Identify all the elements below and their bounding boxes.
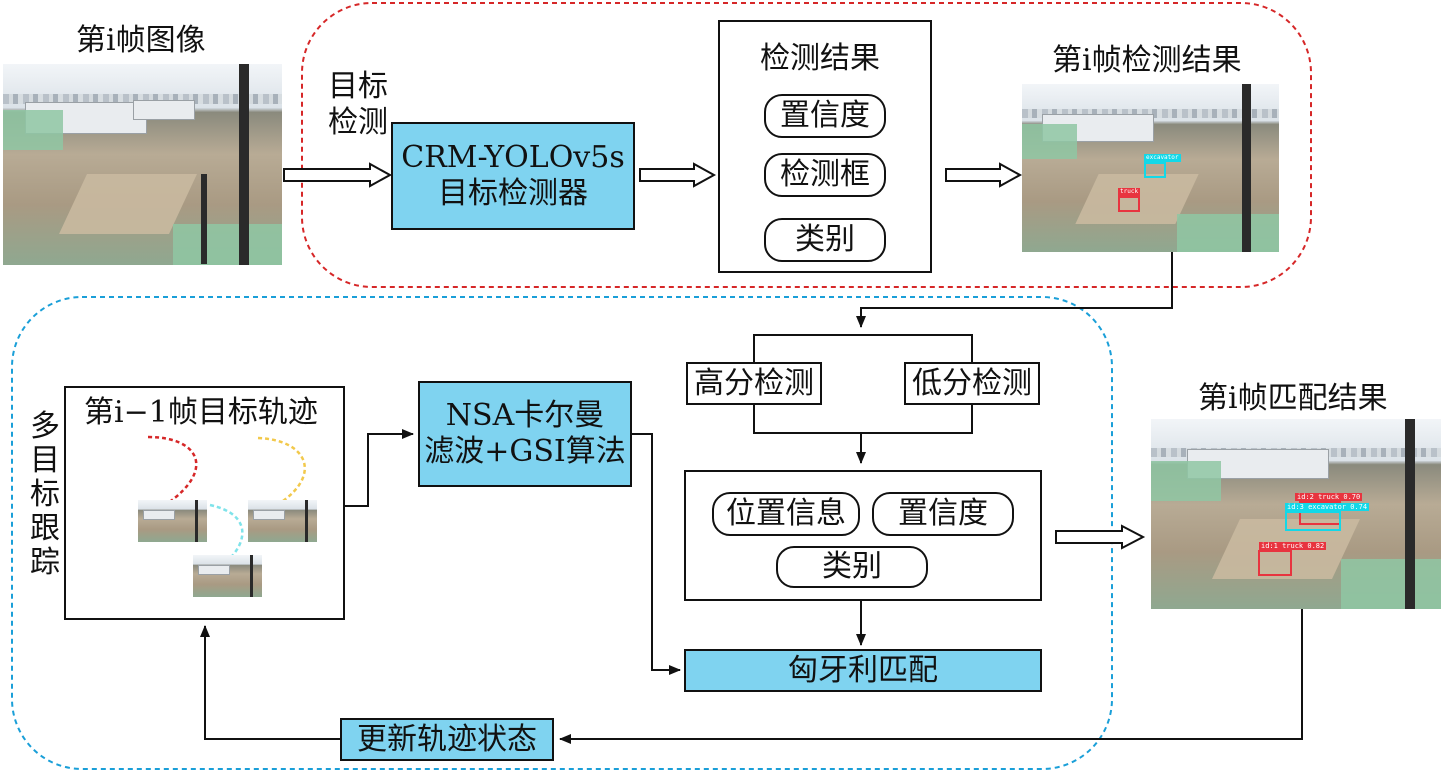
mtt-char-5: 踪 <box>30 545 60 580</box>
multi-target-tracking-label: 多 目 标 跟 踪 <box>28 410 62 580</box>
frame-image-title: 第i帧图像 <box>76 23 206 58</box>
track-thumb-1 <box>138 500 207 542</box>
connector-detect-to-split <box>856 252 1173 328</box>
split-bracket-bottom <box>753 403 973 434</box>
confidence-pill: 置信度 <box>764 94 886 138</box>
match-box-3 <box>1258 550 1292 576</box>
det-box-truck <box>1118 196 1140 212</box>
crm-yolov5s-detector: CRM-YOLOv5s 目标检测器 <box>391 122 635 230</box>
track-curve-yellow <box>257 436 307 505</box>
match-box-2 <box>1285 511 1341 531</box>
det-tag-excavator: excavator <box>1144 154 1181 162</box>
prev-frame-track-title: 第i−1帧目标轨迹 <box>84 395 318 430</box>
mtt-char-3: 标 <box>30 477 60 512</box>
track-curve-red <box>147 435 198 505</box>
nsa-kalman-gsi-box: NSA卡尔曼 滤波+GSI算法 <box>418 381 632 487</box>
bbox-pill: 检测框 <box>764 153 886 197</box>
match-tag-1: id:2 truck 0.70 <box>1295 493 1363 501</box>
hungarian-matching-box: 匈牙利匹配 <box>684 649 1042 692</box>
mtt-char-2: 目 <box>30 443 60 478</box>
connector-track-to-filter <box>345 429 414 507</box>
hollow-arrow-2 <box>639 162 717 188</box>
update-track-state-box: 更新轨迹状态 <box>340 718 554 761</box>
detection-region <box>301 2 1312 288</box>
detector-line-2: 目标检测器 <box>438 176 588 211</box>
frame-image-photo <box>3 64 282 265</box>
category-pill-2: 类别 <box>776 546 928 588</box>
mtt-char-1: 多 <box>30 409 60 444</box>
high-score-detection: 高分检测 <box>686 362 822 405</box>
connector-update-to-track <box>200 625 340 740</box>
target-detection-label-2: 检测 <box>328 105 388 140</box>
frame-detection-photo: excavator truck <box>1022 84 1279 252</box>
match-tag-3: id:1 truck 0.82 <box>1259 542 1327 550</box>
frame-match-title: 第i帧匹配结果 <box>1198 381 1388 416</box>
filter-line-1: NSA卡尔曼 <box>445 398 605 433</box>
frame-detection-title: 第i帧检测结果 <box>1052 43 1242 78</box>
low-score-detection: 低分检测 <box>904 362 1040 405</box>
frame-match-photo: id:2 truck 0.70 id:3 excavator 0.74 id:1… <box>1151 419 1441 609</box>
filter-line-2: 滤波+GSI算法 <box>424 434 626 469</box>
mtt-char-4: 跟 <box>30 511 60 546</box>
connector-match-to-update <box>559 608 1303 744</box>
detection-results-title: 检测结果 <box>760 41 880 76</box>
target-detection-label-1: 目标 <box>328 69 388 104</box>
hollow-arrow-3 <box>945 162 1023 188</box>
hollow-arrow-4 <box>1055 524 1146 550</box>
match-tag-2: id:3 excavator 0.74 <box>1285 503 1370 511</box>
hollow-arrow-1 <box>283 162 393 188</box>
track-curve-cyan <box>209 503 244 561</box>
confidence-pill-2: 置信度 <box>872 492 1014 536</box>
detector-line-1: CRM-YOLOv5s <box>401 140 625 175</box>
track-thumb-2 <box>248 500 317 542</box>
category-pill: 类别 <box>764 218 886 262</box>
position-info-pill: 位置信息 <box>712 492 860 536</box>
det-tag-truck: truck <box>1118 188 1141 196</box>
det-box-excavator <box>1144 162 1166 178</box>
split-bracket-top <box>753 334 973 362</box>
track-thumb-3 <box>193 555 262 597</box>
connector-filter-to-hungarian <box>630 433 681 675</box>
